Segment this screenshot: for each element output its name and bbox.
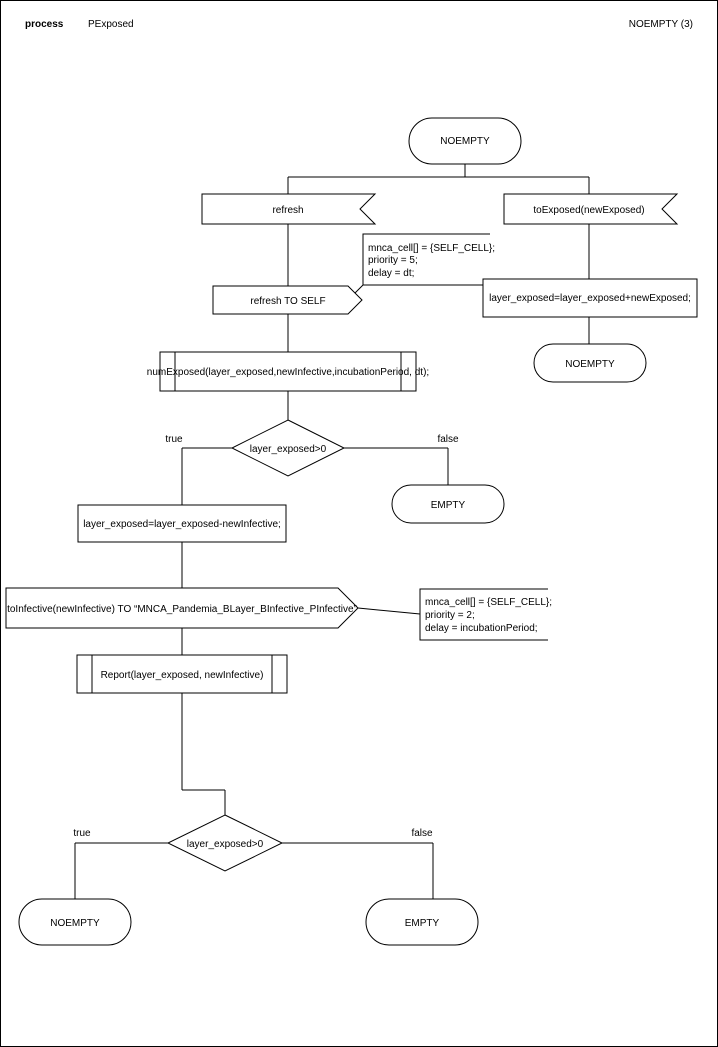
final-state-noempty: NOEMPTY [18, 898, 132, 946]
decision-2-question: layer_exposed>0 [187, 839, 264, 850]
comment-refresh-line-2: priority = 5; [368, 255, 418, 266]
comment-infective-line-1: mnca_cell[] = {SELF_CELL}; [425, 597, 552, 608]
start-state-label: NOEMPTY [440, 136, 490, 147]
task-exposed-subtract-label: layer_exposed=layer_exposed-newInfective… [83, 519, 281, 530]
output-infective-label: toInfective(newInfective) TO “MNCA_Pande… [7, 604, 357, 615]
output-signal-to-infective: toInfective(newInfective) TO “MNCA_Pande… [5, 587, 359, 629]
input-signal-refresh: refresh [201, 193, 377, 225]
final-false-state-label: EMPTY [405, 918, 440, 929]
decision-1-true-label: true [165, 434, 183, 445]
task-exposed-add: layer_exposed=layer_exposed+newExposed; [482, 278, 698, 318]
header-process-keyword: process [25, 19, 64, 30]
output-refresh-label: refresh TO SELF [250, 296, 325, 307]
start-state-noempty: NOEMPTY [408, 117, 522, 165]
task-exposed-subtract: layer_exposed=layer_exposed-newInfective… [77, 504, 287, 543]
procedure-num-exposed: numExposed(layer_exposed,newInfective,in… [147, 351, 429, 392]
task-exposed-add-label: layer_exposed=layer_exposed+newExposed; [489, 293, 691, 304]
flow-lines [74, 164, 590, 899]
header-process-name: PExposed [88, 19, 134, 30]
comment-infective: mnca_cell[] = {SELF_CELL}; priority = 2;… [357, 588, 552, 641]
decision-1-question: layer_exposed>0 [250, 444, 327, 455]
comment-infective-line-3: delay = incubationPeriod; [425, 623, 538, 634]
next-state-noempty-right: NOEMPTY [533, 343, 647, 383]
procedure-num-exposed-label: numExposed(layer_exposed,newInfective,in… [147, 367, 429, 378]
decision-exposed-positive-2: layer_exposed>0 true false [73, 814, 433, 872]
next-state-empty-1: EMPTY [391, 484, 505, 524]
comment-refresh-line-1: mnca_cell[] = {SELF_CELL}; [368, 243, 495, 254]
decision-2-false-label: false [411, 828, 433, 839]
final-state-empty: EMPTY [365, 898, 479, 946]
decision-1-false-label: false [437, 434, 459, 445]
procedure-report-label: Report(layer_exposed, newInfective) [101, 670, 264, 681]
next-state-right-label: NOEMPTY [565, 359, 615, 370]
procedure-report: Report(layer_exposed, newInfective) [76, 654, 288, 694]
input-to-exposed-label: toExposed(newExposed) [533, 205, 644, 216]
decision-exposed-positive-1: layer_exposed>0 true false [165, 419, 459, 477]
final-true-state-label: NOEMPTY [50, 918, 100, 929]
header-page-label: NOEMPTY (3) [629, 19, 693, 30]
output-signal-refresh-to-self: refresh TO SELF [212, 285, 363, 315]
input-signal-to-exposed: toExposed(newExposed) [503, 193, 679, 225]
next-state-empty-1-label: EMPTY [431, 500, 466, 511]
comment-infective-line-2: priority = 2; [425, 610, 475, 621]
comment-refresh-line-3: delay = dt; [368, 268, 414, 279]
decision-2-true-label: true [73, 828, 91, 839]
input-refresh-label: refresh [272, 205, 303, 216]
